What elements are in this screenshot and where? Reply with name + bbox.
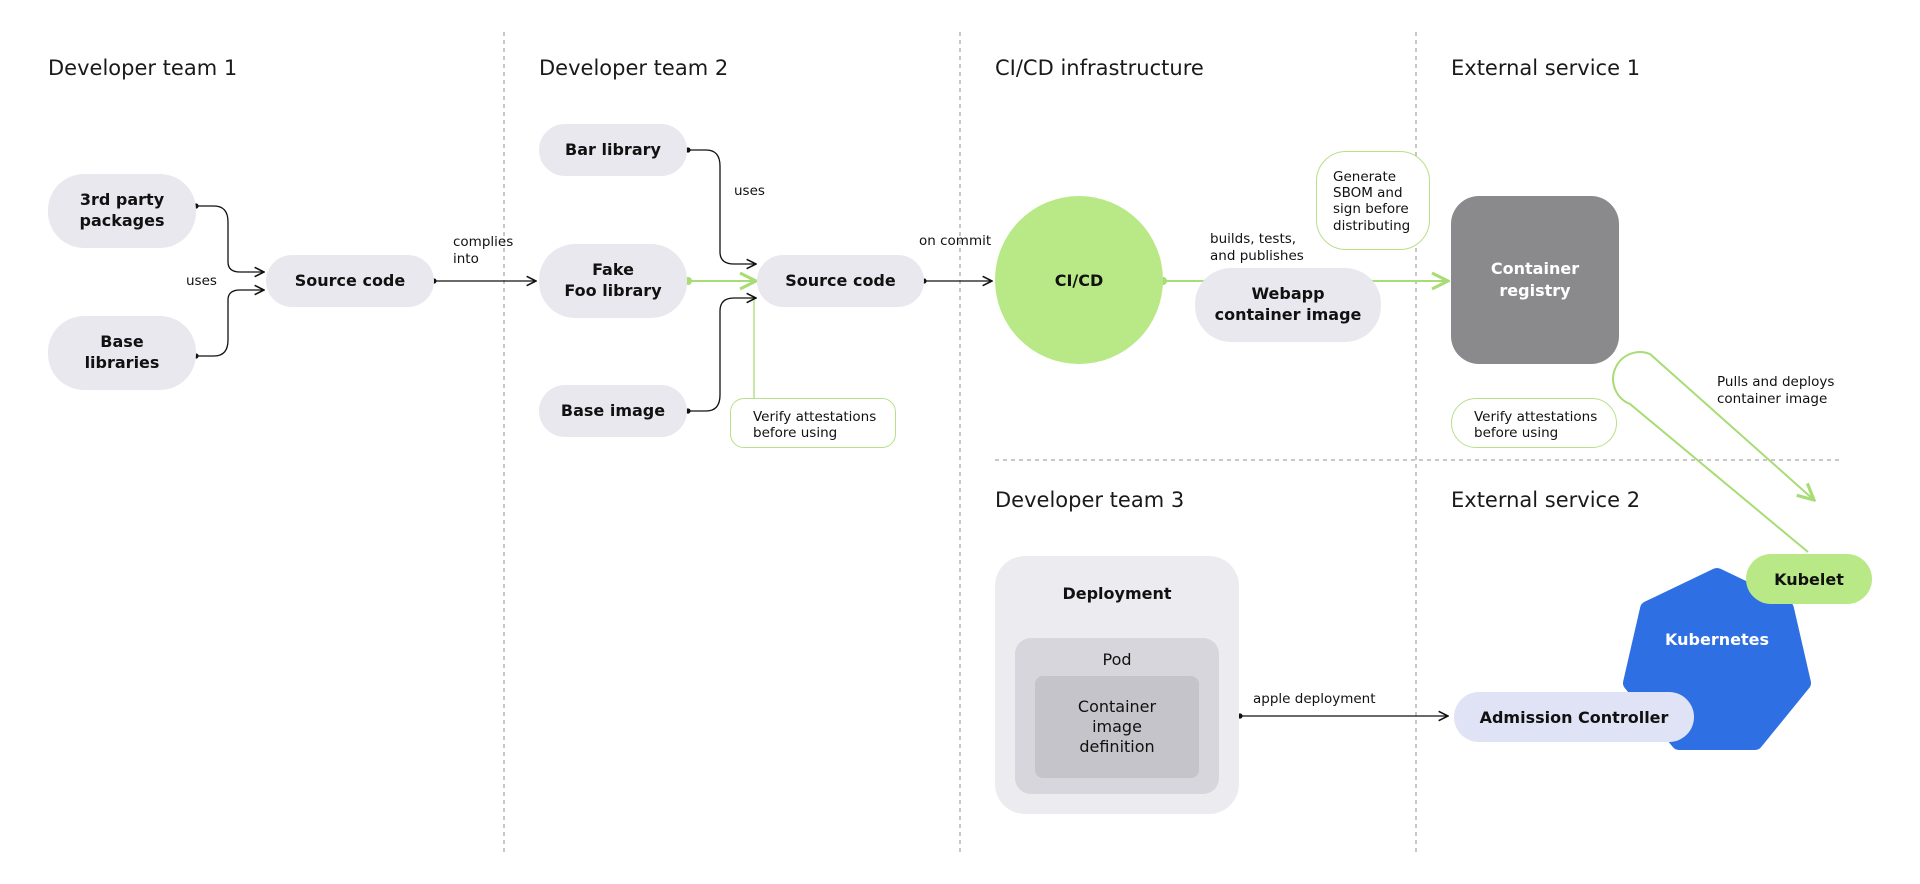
node-source-code-team2[interactable]: Source code [757,255,924,307]
deployment-title: Deployment [1062,584,1172,603]
label-on-commit: on commit [919,233,992,249]
node-fake-foo-library[interactable]: Fake Foo library [539,244,687,318]
node-container-image-definition[interactable]: Container image definition [1035,676,1199,778]
label-uses-team2: uses [734,183,765,199]
edge-bar-to-source [688,149,756,264]
node-pod[interactable]: Pod Container image definition [1015,638,1219,794]
note-generate-sbom: Generate SBOM and sign before distributi… [1316,151,1430,250]
edge-kubelet-pulls-registry [1612,351,1814,553]
edge-baseimage-to-source [688,298,756,412]
note-verify-attestations-external: Verify attestations before using [1451,398,1617,448]
node-kubelet[interactable]: Kubelet [1746,554,1872,604]
node-deployment[interactable]: Deployment Pod Container image definitio… [995,556,1239,814]
heading-external-service-2: External service 2 [1451,488,1641,512]
heading-dev-team-3: Developer team 3 [995,488,1185,512]
node-bar-library[interactable]: Bar library [539,124,687,176]
heading-dev-team-2: Developer team 2 [539,56,729,80]
edge-baselibs-to-source [196,290,264,357]
label-complies-into: complies into [453,234,514,267]
team2-connectors [688,149,992,412]
edge-3rdparty-to-source [196,205,264,272]
node-base-libraries[interactable]: Base libraries [48,316,196,390]
note-verify-attestations-team2: Verify attestations before using [730,398,896,448]
label-builds-tests-publishes: builds, tests, and publishes [1210,231,1304,264]
label-uses-team1: uses [186,273,217,289]
node-3rd-party-packages[interactable]: 3rd party packages [48,174,196,248]
heading-external-service-1: External service 1 [1451,56,1641,80]
label-kubernetes: Kubernetes [1665,630,1769,649]
node-base-image[interactable]: Base image [539,385,687,437]
team1-connectors [196,205,536,357]
node-webapp-container-image[interactable]: Webapp container image [1195,268,1381,342]
label-apply-deployment: apple deployment [1253,691,1376,707]
node-source-code-team1[interactable]: Source code [266,255,434,307]
pod-title: Pod [1102,650,1132,669]
node-cicd[interactable]: CI/CD [995,196,1163,364]
node-container-registry[interactable]: Container registry [1451,196,1619,364]
label-pulls-and-deploys: Pulls and deploys container image [1717,374,1835,407]
heading-dev-team-1: Developer team 1 [48,56,238,80]
node-admission-controller[interactable]: Admission Controller [1454,692,1694,742]
heading-cicd-infrastructure: CI/CD infrastructure [995,56,1204,80]
